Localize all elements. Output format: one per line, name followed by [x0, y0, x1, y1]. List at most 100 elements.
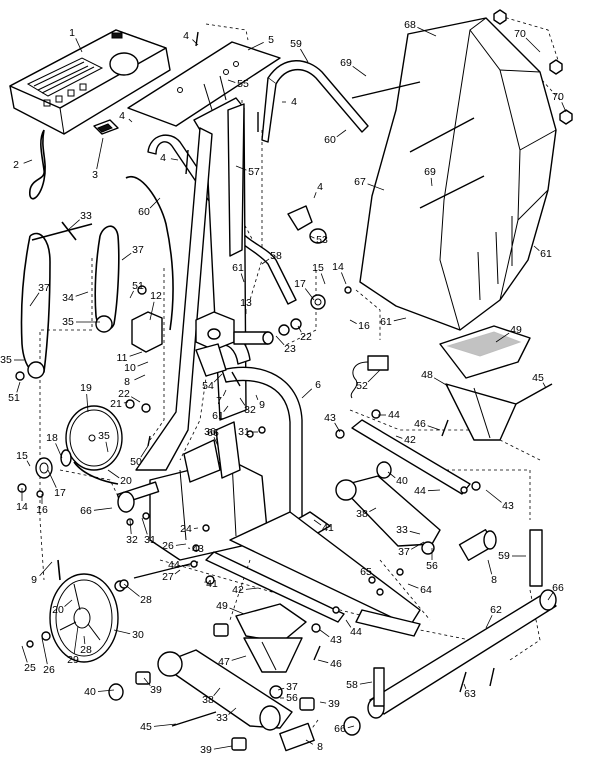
- part-label-p40a: 40: [396, 475, 408, 487]
- part-label-p43d: 43: [330, 634, 342, 646]
- leader-line-p46a: [427, 425, 441, 431]
- shroud-nuts: [493, 9, 573, 125]
- leader-line-p21: [123, 401, 129, 404]
- part-label-p49b: 49: [216, 600, 228, 612]
- leader-line-p20a: [107, 469, 120, 479]
- part-label-p66d: 66: [334, 723, 346, 735]
- leader-line-p64: [407, 583, 419, 589]
- leader-line-p33a: [67, 219, 80, 231]
- part-label-p22b: 22: [300, 331, 312, 343]
- leader-line-p36: [213, 437, 219, 447]
- leader-line-p33c: [228, 707, 237, 715]
- leader-line-p54: [213, 373, 223, 383]
- leader-line-p51b: [16, 381, 21, 393]
- part-label-p53: 53: [316, 234, 328, 246]
- part-label-p39c: 39: [200, 744, 212, 756]
- leader-line-p39a: [143, 677, 151, 687]
- shroud-bolts: [351, 81, 485, 209]
- leader-line-p61c: [533, 245, 540, 251]
- leader-line-p66c: [547, 592, 554, 601]
- leader-line-p11: [129, 351, 143, 357]
- leader-line-p45b: [153, 723, 177, 727]
- leader-line-p53: [309, 235, 315, 239]
- part-label-p9b: 9: [31, 574, 37, 586]
- part-label-p58a: 58: [270, 250, 282, 262]
- part-label-p58b: 58: [346, 679, 358, 691]
- part-label-p3: 3: [92, 169, 98, 181]
- part-label-p26b: 26: [162, 540, 174, 552]
- leader-line-p30: [113, 629, 131, 635]
- leader-line-p66b: [93, 507, 113, 511]
- leader-line-p49b: [229, 607, 245, 615]
- part-label-p66c: 66: [552, 582, 564, 594]
- end-caps: [108, 461, 392, 736]
- leader-line-p8a: [134, 374, 146, 381]
- leader-line-p48: [433, 377, 449, 387]
- leader-line-p4a: [192, 39, 199, 46]
- part-label-p49a: 49: [510, 324, 522, 336]
- part-label-p65: 65: [360, 566, 372, 578]
- part-label-p38b: 38: [202, 694, 214, 706]
- leader-line-p69b: [430, 177, 433, 187]
- leader-line-p58a: [261, 258, 270, 265]
- leader-line-p66d: [347, 725, 355, 729]
- leader-line-p40a: [387, 471, 396, 479]
- part-label-p6: 6: [315, 379, 321, 391]
- sensor-assembly: [287, 205, 389, 399]
- part-label-p5: 5: [268, 34, 274, 46]
- part-label-p51a: 51: [132, 280, 144, 292]
- part-label-p35c: 35: [98, 430, 110, 442]
- leader-line-p4e: [313, 192, 317, 199]
- leader-line-p28a: [123, 583, 140, 597]
- leader-line-p23: [275, 335, 285, 346]
- leader-line-p15b: [26, 460, 31, 467]
- leader-line-p35c: [105, 441, 109, 453]
- leader-line-p12: [149, 301, 155, 321]
- part-label-p39a: 39: [150, 684, 162, 696]
- part-label-p45a: 45: [532, 372, 544, 384]
- leader-line-p5: [247, 42, 264, 51]
- part-label-p10: 10: [124, 362, 136, 374]
- part-label-p32b: 32: [244, 404, 256, 416]
- part-label-p19: 19: [80, 382, 92, 394]
- part-label-p8a: 8: [124, 376, 130, 388]
- part-label-p14a: 14: [332, 261, 344, 273]
- part-label-p60b: 60: [138, 206, 150, 218]
- part-label-p24: 24: [180, 523, 192, 535]
- part-label-p61b: 61: [380, 316, 392, 328]
- part-label-p43b: 43: [502, 500, 514, 512]
- leader-line-p63: [463, 683, 467, 689]
- part-number-labels: 1234444456788899101112131414151516161717…: [0, 19, 567, 756]
- part-label-p62: 62: [490, 604, 502, 616]
- leader-line-p44c: [181, 564, 191, 567]
- part-label-p9a: 9: [259, 399, 265, 411]
- leader-line-p66a: [215, 438, 219, 445]
- leader-line-p33b: [409, 530, 421, 535]
- part-label-p68: 68: [404, 19, 416, 31]
- leader-line-p60b: [149, 197, 161, 209]
- part-label-p40b: 40: [84, 686, 96, 698]
- part-label-p31b: 31: [238, 426, 250, 438]
- leader-line-p43b: [485, 489, 502, 503]
- leader-line-p9a: [255, 394, 259, 400]
- leader-line-p45a: [542, 382, 547, 389]
- drive-shaft: [116, 481, 160, 513]
- hardware: [15, 31, 495, 699]
- cross-members: [205, 419, 471, 623]
- leader-line-p59a: [300, 48, 309, 63]
- leader-line-p70b: [561, 102, 567, 113]
- leader-line-p46b: [317, 659, 329, 664]
- part-label-p4e: 4: [317, 181, 323, 193]
- part-label-p43c: 43: [192, 543, 204, 555]
- leader-line-p34: [75, 291, 89, 297]
- part-label-p44c: 44: [168, 559, 180, 571]
- part-label-p16b: 16: [36, 504, 48, 516]
- part-label-p47: 47: [218, 656, 230, 668]
- part-label-p57: 57: [248, 166, 260, 178]
- part-label-p23: 23: [284, 343, 296, 355]
- part-label-p32a: 32: [126, 534, 138, 546]
- leader-line-p65: [372, 574, 381, 581]
- part-label-p43a: 43: [324, 412, 336, 424]
- leader-line-p17b: [47, 469, 57, 488]
- part-label-p8b: 8: [491, 574, 497, 586]
